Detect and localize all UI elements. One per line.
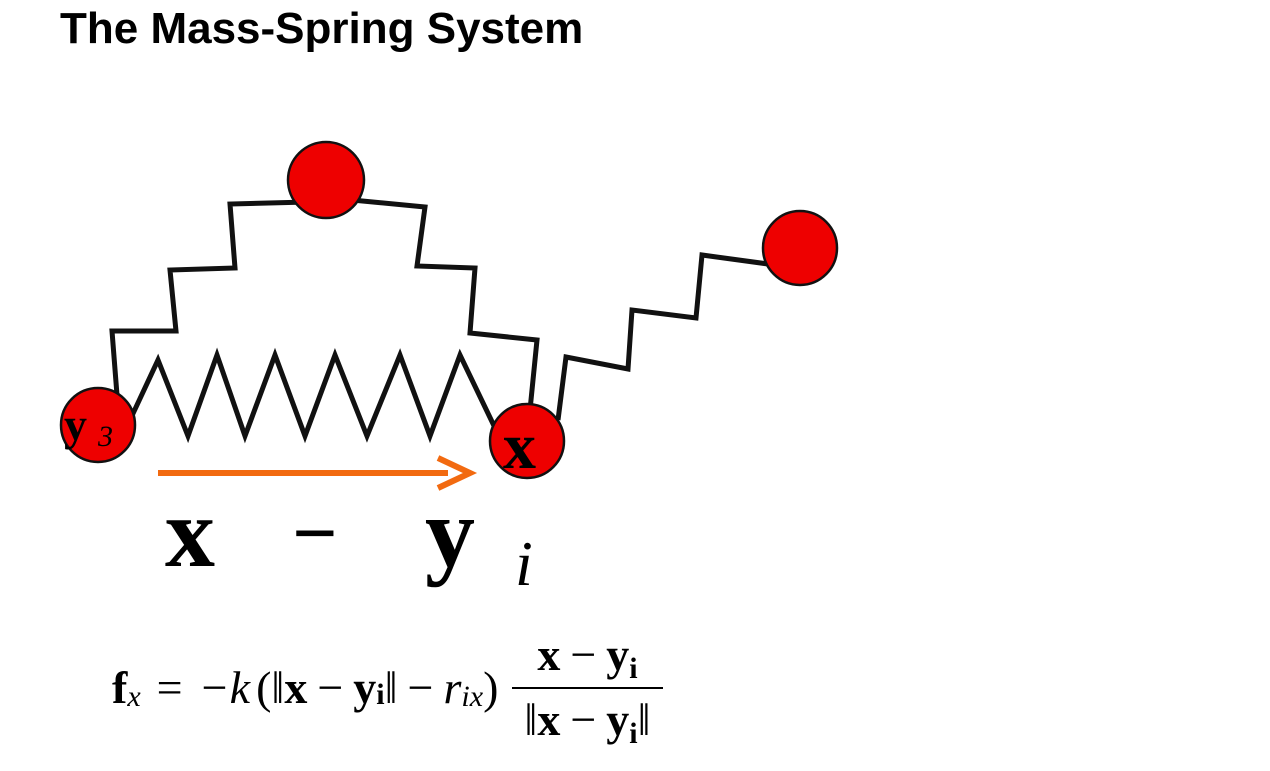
mass-x-label: x: [503, 410, 536, 483]
formula-y-subscript: i: [376, 678, 385, 711]
spring-y3-to-x: [127, 347, 499, 444]
formula-f: f: [112, 661, 128, 713]
vector-label-subscript: i: [515, 528, 533, 599]
formula-close-paren: ): [483, 661, 499, 713]
denominator-x: x: [537, 694, 561, 745]
mass-y3: [59, 386, 137, 464]
formula-r: r: [443, 661, 462, 713]
vector-label-minus: −: [292, 490, 338, 578]
denominator-minus: −: [570, 694, 597, 745]
spring-y3-to-top: [109, 199, 309, 396]
formula-denominator: ‖x−yi‖: [512, 687, 663, 750]
numerator-x: x: [537, 629, 561, 680]
mass-y3-label: y: [64, 399, 87, 450]
denominator-y-subscript: i: [629, 717, 638, 750]
numerator-y-subscript: i: [629, 652, 638, 685]
formula-equals: =: [156, 661, 183, 713]
formula-y: y: [353, 661, 377, 713]
mass-x: [488, 402, 566, 480]
mass-y3-subscript: 3: [97, 420, 113, 453]
formula-fraction: x−yi ‖x−yi‖: [512, 628, 663, 750]
formula-norm-open: ‖: [271, 661, 285, 713]
mass-right: [761, 209, 839, 287]
formula-minus-2: −: [407, 661, 434, 713]
vector-label-y: y: [425, 477, 475, 588]
formula-r-subscript: ix: [461, 680, 484, 713]
mass-top: [286, 140, 366, 220]
vector-label-x: x: [165, 477, 215, 588]
formula-minus: −: [317, 661, 344, 713]
formula-minus-k: −k: [198, 661, 251, 713]
numerator-y: y: [606, 629, 630, 680]
formula-numerator: x−yi: [525, 628, 649, 687]
slide-title: The Mass-Spring System: [60, 4, 584, 53]
spring-top-to-x: [351, 197, 540, 411]
formula-open-paren: (: [256, 661, 272, 713]
formula-x: x: [284, 661, 308, 713]
denominator-norm-open: ‖: [524, 694, 538, 745]
formula-f-subscript: x: [127, 680, 141, 713]
denominator-y: y: [606, 694, 630, 745]
spring-x-to-right: [555, 252, 769, 421]
formula-norm-close: ‖: [384, 661, 398, 713]
numerator-minus: −: [570, 629, 597, 680]
denominator-norm-close: ‖: [637, 694, 651, 745]
vector-arrow-head: [436, 455, 478, 491]
